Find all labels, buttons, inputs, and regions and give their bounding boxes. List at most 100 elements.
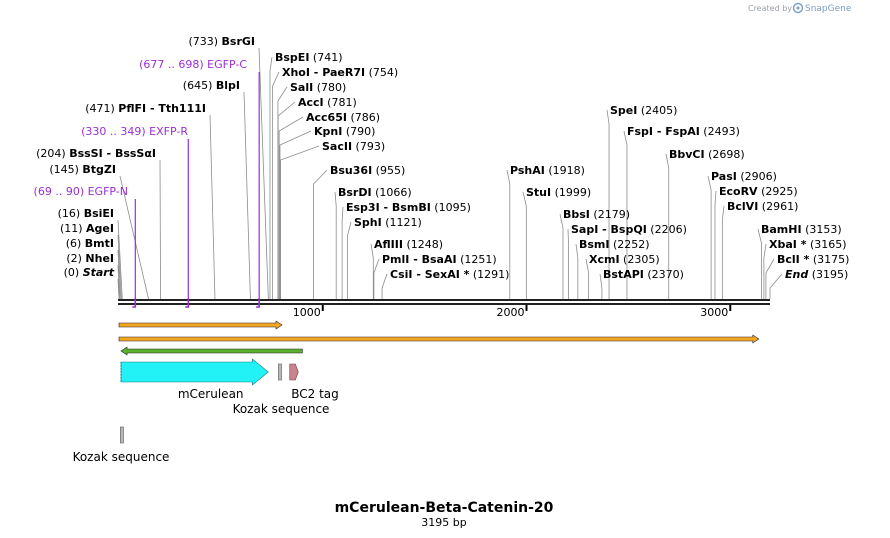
- feature-mcerulean-label: mCerulean: [178, 387, 244, 401]
- restriction-site-pshai[interactable]: PshAI (1918): [510, 164, 585, 177]
- site-leader-line: [763, 243, 767, 299]
- restriction-site-bclvi[interactable]: BclVI (2961): [727, 200, 798, 213]
- feature-bc2-tag-label: BC2 tag: [291, 387, 339, 401]
- site-leader-line: [585, 258, 590, 299]
- primer-egfp-n[interactable]: (69 .. 90) EGFP-N: [34, 185, 128, 198]
- site-leader-line: [373, 258, 380, 299]
- site-leader-line: [277, 101, 296, 299]
- restriction-site-agei[interactable]: (11) AgeI: [60, 222, 114, 235]
- restriction-site-bsmi[interactable]: BsmI (2252): [579, 238, 650, 251]
- primer-arrow-icon: [256, 298, 260, 308]
- restriction-site-bsrgi[interactable]: (733) BsrGI: [188, 35, 255, 48]
- orf-tracks: [118, 320, 760, 356]
- scale-tick-label: 3000: [700, 306, 728, 319]
- restriction-site-sacii[interactable]: SacII (793): [322, 140, 385, 153]
- restriction-site-sali[interactable]: SalI (780): [290, 81, 346, 94]
- restriction-site-pmli[interactable]: PmlI - BsaAI (1251): [382, 253, 497, 266]
- restriction-site-bspei[interactable]: BspEI (741): [275, 51, 343, 64]
- restriction-site-stui[interactable]: StuI (1999): [526, 186, 591, 199]
- site-leader-line: [209, 114, 216, 300]
- scale-tick-label: 2000: [497, 306, 525, 319]
- site-leader-line: [765, 258, 775, 299]
- restriction-site-xcmi[interactable]: XcmI (2305): [589, 253, 660, 266]
- site-leader-line: [272, 71, 280, 299]
- scale-tick-label: 1000: [293, 306, 321, 319]
- brand-prefix: Created by: [748, 4, 792, 13]
- site-leader-line: [117, 264, 120, 300]
- site-leader-line: [117, 249, 121, 300]
- feature-kozak-sequence[interactable]: [278, 363, 282, 381]
- restriction-site-bbvci[interactable]: BbvCI (2698): [669, 148, 745, 161]
- site-leader-line: [119, 175, 149, 300]
- snapgene-logo-icon: [792, 2, 804, 14]
- restriction-site-start[interactable]: (0) Start: [64, 266, 115, 279]
- primer-arrow-icon: [185, 298, 190, 308]
- restriction-site-bamhi[interactable]: BamHI (3153): [761, 223, 842, 236]
- restriction-site-fspi[interactable]: FspI - FspAI (2493): [627, 125, 740, 138]
- site-leader-line: [258, 47, 269, 300]
- site-leader-line: [334, 191, 337, 299]
- plasmid-title: mCerulean-Beta-Catenin-20: [335, 500, 554, 516]
- feature-kozak-start-label: Kozak sequence: [73, 450, 170, 464]
- restriction-site-bsrdi[interactable]: BsrDI (1066): [338, 186, 412, 199]
- site-leader-line: [280, 145, 320, 299]
- restriction-site-afliii[interactable]: AflIII (1248): [374, 238, 443, 251]
- site-leader-line: [159, 159, 161, 300]
- restriction-site-csii[interactable]: CsiI - SexAI * (1291): [390, 268, 509, 281]
- primer-exfp-r[interactable]: (330 .. 349) EXFP-R: [81, 125, 188, 138]
- site-leader-line: [769, 273, 783, 299]
- site-leader-line: [665, 153, 670, 299]
- restriction-site-acc65i[interactable]: Acc65I (786): [306, 111, 380, 124]
- restriction-site-btgzi[interactable]: (145) BtgZI: [49, 163, 116, 176]
- restriction-site-esp3i[interactable]: Esp3I - BsmBI (1095): [346, 201, 471, 214]
- site-leader-line: [506, 169, 511, 299]
- site-leader-line: [381, 273, 388, 299]
- restriction-site-sapi[interactable]: SapI - BspQI (2206): [571, 223, 687, 236]
- primer-annotations: (69 .. 90) EGFP-N (330 .. 349) EXFP-R (677…: [34, 58, 260, 308]
- restriction-site-xhoi[interactable]: XhoI - PaeR7I (754): [282, 66, 398, 79]
- site-leader-line: [757, 228, 762, 299]
- plasmid-length: 3195 bp: [421, 516, 466, 529]
- restriction-site-ecorv[interactable]: EcoRV (2925): [719, 185, 798, 198]
- primer-egfp-c[interactable]: (677 .. 698) EGFP-C: [139, 58, 247, 71]
- site-leader-line: [313, 169, 328, 299]
- site-leader-line: [721, 205, 725, 299]
- restriction-site-acci[interactable]: AccI (781): [298, 96, 357, 109]
- site-leader-line: [522, 191, 527, 299]
- feature-bc2-tag[interactable]: [289, 363, 299, 381]
- site-leader-line: [575, 243, 579, 299]
- restriction-site-bstapi[interactable]: BstAPI (2370): [603, 268, 684, 281]
- orf-arrow[interactable]: [118, 320, 283, 330]
- primer-arrow-icon: [132, 298, 137, 308]
- site-leader-line: [599, 273, 603, 299]
- brand-name: SnapGene: [805, 4, 852, 14]
- restriction-site-xbai[interactable]: XbaI * (3165): [769, 238, 847, 251]
- restriction-site-blpi[interactable]: (645) BlpI: [183, 79, 240, 92]
- restriction-site-bsiei[interactable]: (16) BsiEI: [58, 207, 114, 220]
- restriction-site-bbsi[interactable]: BbsI (2179): [563, 208, 630, 221]
- site-leader-line: [117, 278, 120, 300]
- site-leaders: [117, 47, 783, 300]
- site-leader-line: [117, 219, 123, 300]
- restriction-site-bcli[interactable]: BclI * (3175): [777, 253, 849, 266]
- site-leader-line: [243, 91, 251, 300]
- feature-mcerulean[interactable]: [120, 358, 269, 386]
- feature-kozak-sequence-start[interactable]: [120, 426, 124, 444]
- backbone[interactable]: [118, 299, 770, 305]
- restriction-site-spei[interactable]: SpeI (2405): [610, 104, 677, 117]
- restriction-site-pasi[interactable]: PasI (2906): [711, 170, 777, 183]
- site-leader-line: [341, 206, 344, 299]
- orf-arrow[interactable]: [120, 346, 303, 356]
- restriction-site-pflfi[interactable]: (471) PflFI - Tth111I: [85, 102, 206, 115]
- restriction-site-bsu36i[interactable]: Bsu36I (955): [330, 164, 405, 177]
- restriction-site-nhei[interactable]: (2) NheI: [66, 252, 114, 265]
- restriction-site-end[interactable]: End (3195): [785, 268, 848, 281]
- restriction-site-bmti[interactable]: (6) BmtI: [66, 237, 114, 250]
- site-leader-line: [559, 213, 564, 299]
- restriction-site-sphi[interactable]: SphI (1121): [354, 216, 422, 229]
- orf-arrow[interactable]: [118, 334, 760, 344]
- site-leader-line: [347, 221, 352, 299]
- restriction-site-bsssi[interactable]: (204) BssSI - BssSαI: [36, 147, 156, 160]
- restriction-site-kpni[interactable]: KpnI (790): [314, 125, 375, 138]
